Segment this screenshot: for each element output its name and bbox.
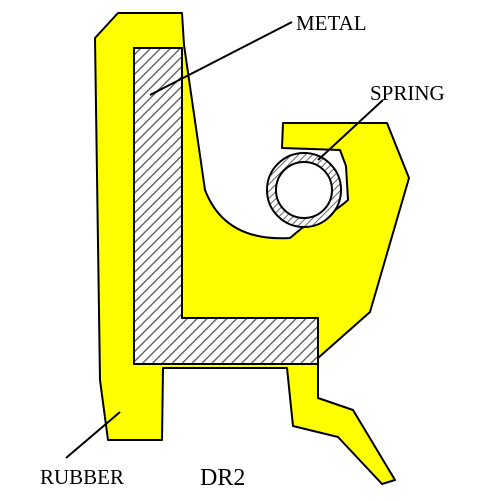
rubber-leader-line <box>65 411 121 459</box>
metal-leader-line <box>149 21 293 96</box>
spring-leader-line <box>317 99 384 161</box>
rubber-label: RUBBER <box>40 465 124 489</box>
metal-label: METAL <box>296 11 367 35</box>
spring-label: SPRING <box>370 81 445 105</box>
model-label: DR2 <box>200 465 245 491</box>
garter-spring-core <box>275 161 333 219</box>
metal-insert <box>133 47 319 365</box>
